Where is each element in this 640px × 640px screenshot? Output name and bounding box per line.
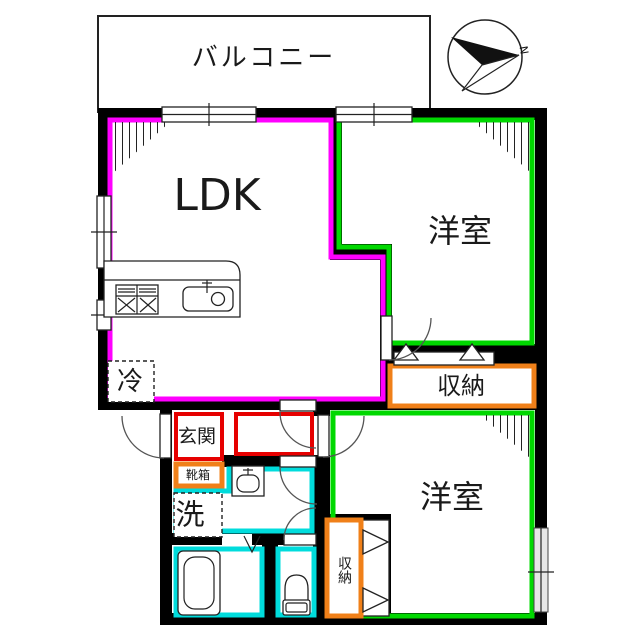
- compass-icon: N: [447, 19, 531, 95]
- bathtub-icon: [177, 550, 221, 616]
- closet1-label: 収納: [437, 372, 485, 400]
- hallway-outline: [234, 412, 314, 456]
- balcony-label: バルコニー: [191, 43, 337, 73]
- entrance-label: 玄関: [177, 425, 217, 448]
- balcony-outline: [97, 15, 431, 113]
- bedroom2-outline: [330, 410, 535, 619]
- refrigerator-label: 冷: [116, 367, 144, 397]
- washing-machine-box: [173, 492, 223, 538]
- ldk-label: LDK: [173, 170, 261, 221]
- compass-north-label: N: [517, 45, 531, 55]
- refrigerator-box: [107, 360, 155, 403]
- corner-hatch-icon: [112, 122, 530, 458]
- bedroom1-label: 洋室: [427, 212, 493, 250]
- stove-icon: [115, 284, 159, 315]
- toilet-icon: [282, 574, 311, 616]
- window-icon: [91, 103, 554, 613]
- folding-door-icon: [458, 342, 486, 361]
- kitchen-counter: [103, 260, 241, 318]
- closet2: [324, 517, 390, 619]
- bathroom-outline: [173, 546, 265, 618]
- shoe-cabinet-outline: [173, 461, 225, 489]
- entrance-outline: [174, 412, 224, 461]
- vanity-sink-icon: [231, 465, 265, 497]
- folding-door-icon: [392, 342, 420, 361]
- shoe-cabinet-label: 靴箱: [185, 468, 211, 482]
- closet2-label: 収納: [336, 556, 352, 584]
- bath-door-icon: [243, 535, 261, 554]
- folding-door-icon: [362, 586, 390, 614]
- folding-door-icon: [362, 528, 390, 556]
- laundry-label: 洗: [175, 497, 205, 532]
- door-icon: [121, 315, 432, 554]
- closet1: [387, 342, 537, 409]
- ldk-room-outline: [107, 117, 386, 402]
- kitchen-sink-icon: [182, 280, 234, 312]
- bedroom2-label: 洋室: [419, 478, 485, 516]
